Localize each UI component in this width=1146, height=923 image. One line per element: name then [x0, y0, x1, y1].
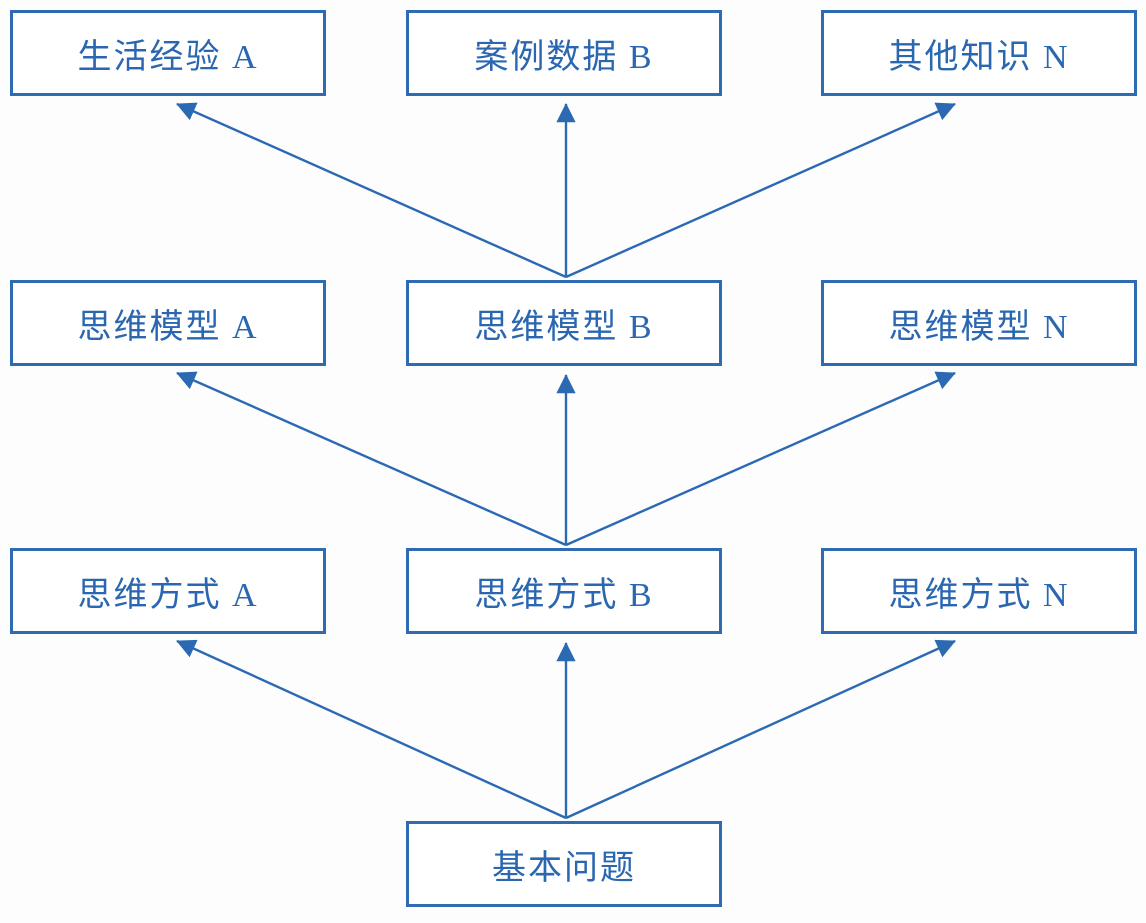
node-life-experience-a: 生活经验 A	[10, 10, 326, 96]
node-label: 基本问题	[492, 849, 636, 887]
node-label: 其他知识 N	[888, 38, 1070, 76]
node-thinking-way-a: 思维方式 A	[10, 548, 326, 634]
edge-model-b-to-other-knowledge-n	[565, 102, 956, 279]
edge-way-b-to-thinking-model-a	[176, 371, 567, 547]
node-label: 案例数据 B	[474, 38, 654, 76]
edge-basic-to-thinking-way-a	[176, 639, 567, 820]
node-thinking-model-a: 思维模型 A	[10, 280, 326, 366]
edge-basic-to-thinking-way-n	[565, 639, 956, 820]
node-label: 思维模型 N	[888, 308, 1070, 346]
node-label: 思维方式 B	[474, 576, 654, 614]
node-thinking-way-b: 思维方式 B	[406, 548, 722, 634]
node-label: 思维模型 A	[77, 308, 259, 346]
node-other-knowledge-n: 其他知识 N	[821, 10, 1137, 96]
node-label: 生活经验 A	[77, 38, 259, 76]
node-label: 思维模型 B	[474, 308, 654, 346]
node-label: 思维方式 A	[77, 576, 259, 614]
node-case-data-b: 案例数据 B	[406, 10, 722, 96]
node-thinking-model-b: 思维模型 B	[406, 280, 722, 366]
edge-model-b-to-life-experience-a	[176, 102, 567, 279]
node-thinking-model-n: 思维模型 N	[821, 280, 1137, 366]
node-basic-question: 基本问题	[406, 821, 722, 907]
edge-way-b-to-thinking-model-n	[565, 371, 956, 547]
node-thinking-way-n: 思维方式 N	[821, 548, 1137, 634]
node-label: 思维方式 N	[888, 576, 1070, 614]
